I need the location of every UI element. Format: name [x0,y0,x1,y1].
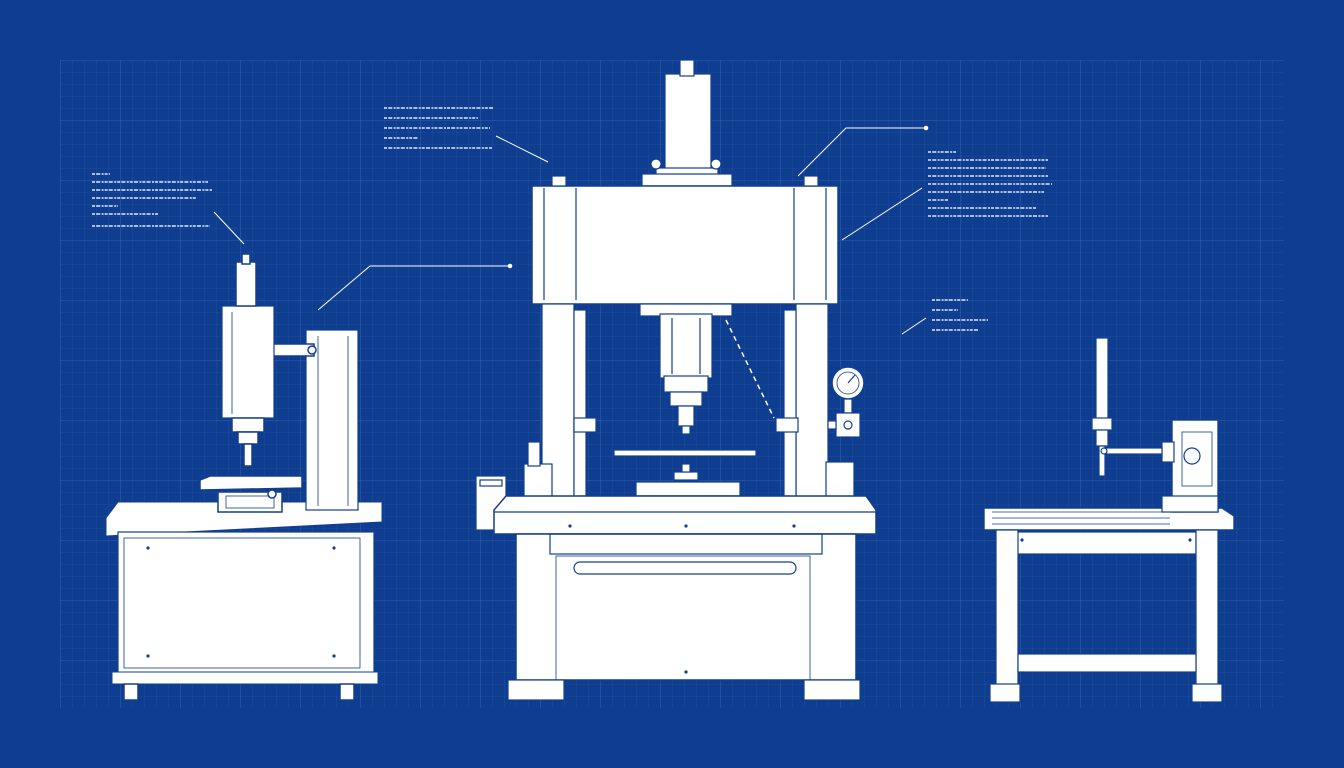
press-cylinder [664,73,712,175]
annotation-top-right [928,151,1052,217]
press-ram [659,313,713,379]
annotation-left [92,173,212,227]
right-bench-leg-right [1195,529,1219,697]
press-bolster [635,481,741,497]
left-cabinet-foot-right [339,683,355,701]
left-cabinet-foot-left [123,683,139,701]
left-column [305,329,359,511]
right-bench-leg-left [995,529,1019,697]
press-table [493,495,877,535]
right-machine [983,337,1235,703]
leader-lines [213,125,929,335]
annotation-mid-right [932,299,988,331]
press-column-right [795,303,829,511]
left-head [221,305,275,419]
annotation-top-center [384,107,494,149]
left-cabinet-body [117,531,375,675]
left-cabinet-panel [123,537,361,669]
right-spindle [1095,337,1109,421]
left-work-table [199,475,303,491]
center-machine [475,59,877,701]
press-crown [531,185,839,305]
left-machine [105,253,383,701]
press-base [515,533,857,681]
left-cabinet-base [111,671,379,685]
